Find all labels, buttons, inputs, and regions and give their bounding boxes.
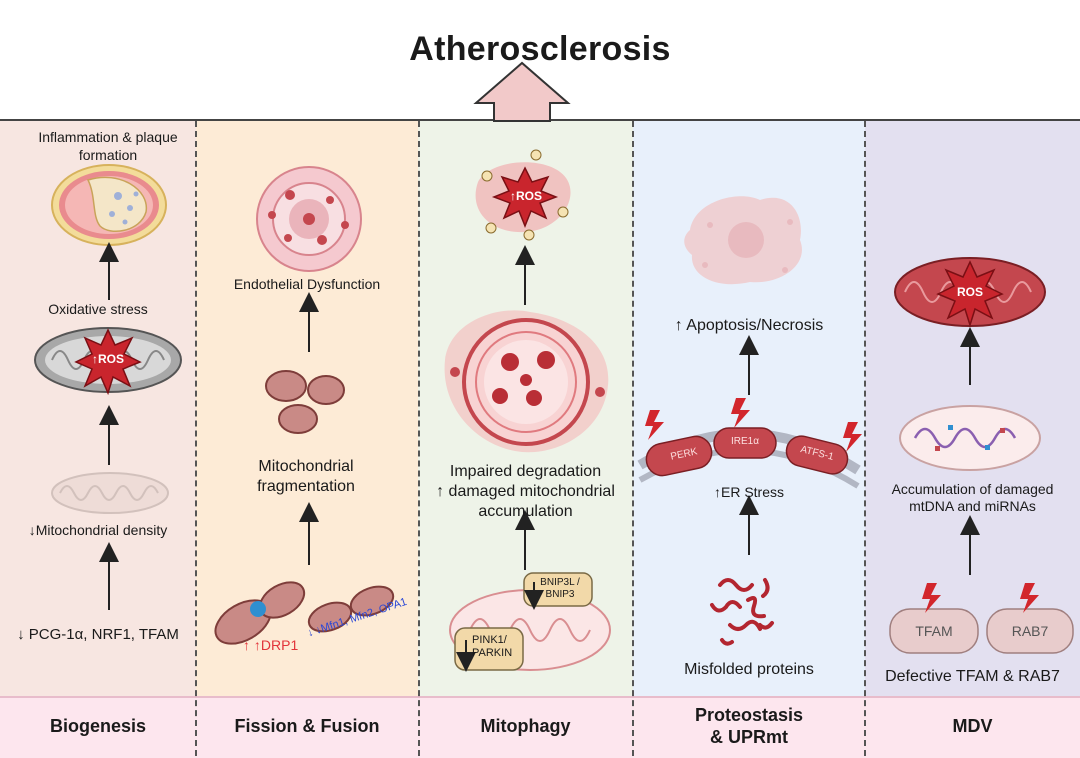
footer-bar [0, 696, 1080, 758]
footer-biogenesis: Biogenesis [49, 716, 147, 736]
damaged-mitochondrial-label: ↑ damaged mitochondrial [436, 483, 615, 500]
endothelial-dysfunction-label: Endothelial Dysfunction [233, 276, 381, 292]
page-title: Atherosclerosis [409, 30, 671, 68]
apoptosis-label: ↑ Apoptosis/Necrosis [674, 317, 824, 334]
mitochondrial-fragmentation-label: Mitochondrial fragmentation [257, 458, 355, 495]
misfolded-proteins-label: Misfolded proteins [684, 661, 814, 678]
biogenesis-genes-label: ↓ PCG-1α, NRF1, TFAM [17, 626, 179, 643]
big-up-arrow-icon [473, 61, 571, 122]
column-divider [632, 121, 634, 756]
accumulation-mtdna-label-1: Accumulation of damaged [891, 481, 1054, 497]
necrotic-cell-icon [684, 196, 802, 285]
lightning-icon [922, 583, 941, 613]
endothelial-vessel-icon [256, 166, 362, 272]
tfam-box [889, 608, 979, 654]
column-divider [418, 121, 420, 756]
atf-pill [785, 435, 849, 475]
inflammation-label: Inflammation & plaque formation [38, 129, 178, 163]
tfam-label: TFAM [915, 623, 953, 639]
lightning-icon [843, 422, 862, 452]
mitochondrion-ros-icon [34, 327, 182, 396]
ros-label: ROS [956, 285, 983, 299]
ros-burst-icon [475, 149, 571, 241]
accumulation-mtdna-label-2: mtDNA and miRNAs [909, 498, 1036, 514]
accumulation-label: accumulation [478, 503, 573, 520]
er-stress-label: ↑ER Stress [713, 484, 784, 500]
lightning-icon [731, 398, 750, 428]
lightning-icon [1020, 583, 1039, 613]
pink-parkin-label: PINK1/ PARKIN [472, 634, 513, 659]
rab7-label: RAB7 [1011, 623, 1049, 639]
faded-mitochondrion-icon [51, 472, 169, 514]
footer-proteostasis: Proteostasis & UPRmt [633, 696, 865, 756]
footer-proteostasis-line1: Proteostasis [694, 705, 804, 725]
perk-pill [645, 435, 713, 477]
dividing-mitochondrion-icon [214, 581, 306, 645]
oxidative-stress-label: Oxidative stress [48, 301, 148, 317]
footer-mitophagy: Mitophagy [480, 716, 571, 736]
fused-mitochondrion-icon [307, 585, 395, 633]
ire-pill [713, 427, 777, 459]
mitochondrion-mtdna-icon [899, 405, 1041, 471]
rab7-box [986, 608, 1074, 654]
column-divider [864, 121, 866, 756]
mitochondrial-density-label: ↓Mitochondrial density [28, 522, 168, 538]
footer-proteostasis-line2: & UPRmt [709, 727, 788, 747]
autophagosome-icon [444, 310, 609, 453]
footer-mdv: MDV [952, 716, 993, 736]
lightning-icon [645, 410, 664, 440]
impaired-degradation-label: Impaired degradation [449, 463, 602, 480]
bnip-label: BNIP3L / BNIP3 [540, 577, 580, 600]
ros-label: ↑ROS [91, 352, 124, 366]
misfolded-proteins-icon [710, 578, 774, 646]
ire-label: IRE1α [730, 436, 759, 447]
ros-label: ↑ROS [509, 189, 542, 203]
artery-plaque-icon [51, 164, 167, 246]
footer-fission-fusion: Fission & Fusion [234, 716, 380, 736]
column-divider [195, 121, 197, 756]
fragmented-mitochondria-icon [265, 370, 345, 434]
defective-label: Defective TFAM & RAB7 [885, 668, 1060, 685]
mitochondrion-ros-icon [894, 257, 1046, 328]
drp1-label: ↑ ↑DRP1 [243, 637, 299, 653]
